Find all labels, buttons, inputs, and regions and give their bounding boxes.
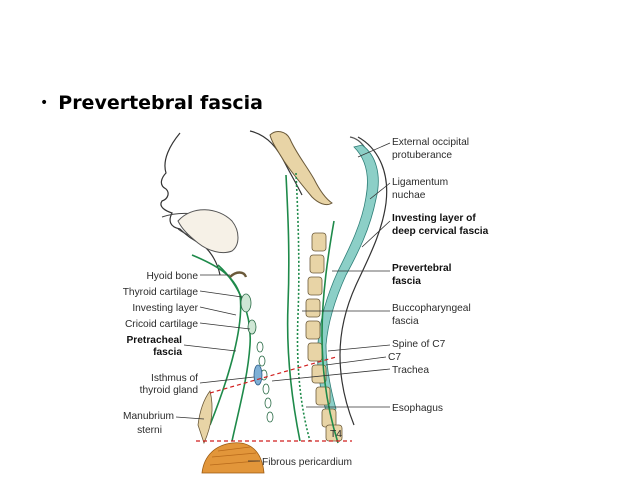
label-ext-occipital-2: protuberance (392, 150, 452, 161)
neck-fascia-diagram: Hyoid bone Thyroid cartilage Investing l… (123, 130, 489, 474)
label-spine-c7: Spine of C7 (392, 339, 446, 350)
label-ligamentum-2: nuchae (392, 190, 426, 201)
pretracheal-fascia-line (217, 264, 251, 442)
neck-back-outline (339, 136, 388, 426)
slide-title: Prevertebral fascia (58, 92, 263, 114)
prevertebral-fascia-line (321, 220, 339, 444)
label-c7: C7 (388, 352, 401, 363)
label-fibrous-pericardium: Fibrous pericardium (262, 457, 352, 468)
label-prevertebral-2: fascia (392, 276, 421, 287)
dashed-line-top (209, 356, 337, 394)
label-prevertebral-1: Prevertebral (392, 263, 452, 274)
label-pretracheal-2: fascia (153, 347, 182, 358)
label-pretracheal-1: Pretracheal (127, 335, 183, 346)
leader-lines (175, 142, 391, 462)
pharynx-wall (285, 174, 301, 442)
manubrium-sterni (197, 390, 213, 445)
label-manubrium-2: sterni (137, 425, 162, 436)
investing-fascia-line (191, 254, 242, 426)
label-t4: T4 (330, 429, 342, 440)
label-cricoid-cartilage: Cricoid cartilage (125, 319, 198, 330)
label-trachea: Trachea (392, 365, 429, 376)
label-investing-deep-1: Investing layer of (392, 213, 476, 224)
hyoid-bone (229, 271, 248, 278)
label-buccopharyngeal-1: Buccopharyngeal (392, 303, 471, 314)
label-hyoid-bone: Hyoid bone (146, 271, 198, 282)
occipital-bone (269, 131, 333, 206)
label-investing-layer: Investing layer (132, 303, 198, 314)
label-ligamentum-1: Ligamentum (392, 177, 448, 188)
face-outline (160, 132, 221, 276)
label-isthmus-1: Isthmus of (151, 373, 198, 384)
trachea-rings (240, 293, 274, 423)
label-ext-occipital-1: External occipital (392, 137, 469, 148)
pericardium-stripes (209, 446, 259, 466)
fibrous-pericardium (201, 442, 265, 474)
bullet-dot: • (40, 95, 49, 111)
label-isthmus-2: thyroid gland (140, 385, 199, 396)
label-buccopharyngeal-2: fascia (392, 316, 419, 327)
label-esophagus: Esophagus (392, 403, 443, 414)
label-manubrium-1: Manubrium (123, 411, 174, 422)
vertebrae-column (305, 232, 343, 442)
buccopharyngeal-fascia-line (295, 172, 311, 442)
tongue-shape (177, 209, 239, 254)
label-investing-deep-2: deep cervical fascia (392, 226, 489, 237)
bullet-row: • Prevertebral fascia (40, 92, 263, 114)
label-thyroid-cartilage: Thyroid cartilage (123, 287, 199, 298)
